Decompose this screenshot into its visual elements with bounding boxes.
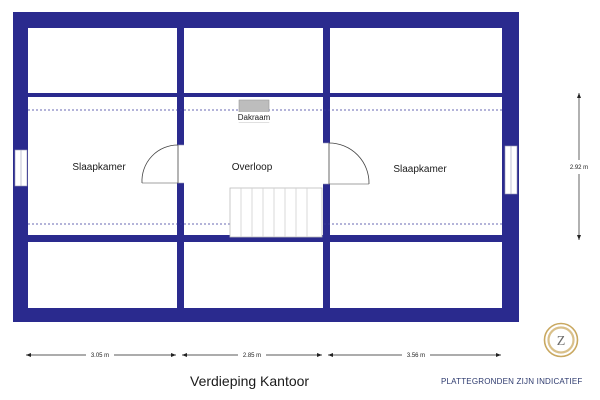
floor-title: Verdieping Kantoor (190, 373, 310, 389)
door-left (141, 144, 184, 184)
dimension-width-right: 3.56 m (407, 353, 425, 359)
dim-label-bg-left (86, 350, 114, 359)
room-label-overloop: Overloop (232, 162, 273, 173)
room-cells (28, 28, 502, 308)
dimension-width-left: 3.05 m (91, 353, 109, 359)
dim-label-bg-right (402, 350, 430, 359)
door-right (323, 142, 370, 185)
disclaimer-text: PLATTEGRONDEN ZIJN INDICATIEF (441, 377, 583, 386)
dimension-arrowheads (26, 353, 501, 357)
staircase (229, 187, 323, 238)
dakraam-label-bg (237, 112, 271, 122)
logo-letter: Z (557, 334, 566, 349)
dimension-depth: 2.92 m (570, 165, 588, 171)
dimension-width-middle: 2.85 m (243, 353, 261, 359)
dakraam-label: Dakraam (238, 113, 271, 122)
room-label-slaapkamer-left: Slaapkamer (72, 162, 126, 173)
room-label-slaapkamer-right: Slaapkamer (393, 164, 447, 175)
dimension-line-vertical (577, 93, 581, 240)
window-right (504, 145, 518, 195)
dim-label-bg-middle (238, 350, 266, 359)
company-logo-icon: Z (543, 322, 579, 358)
window-left (14, 149, 28, 187)
